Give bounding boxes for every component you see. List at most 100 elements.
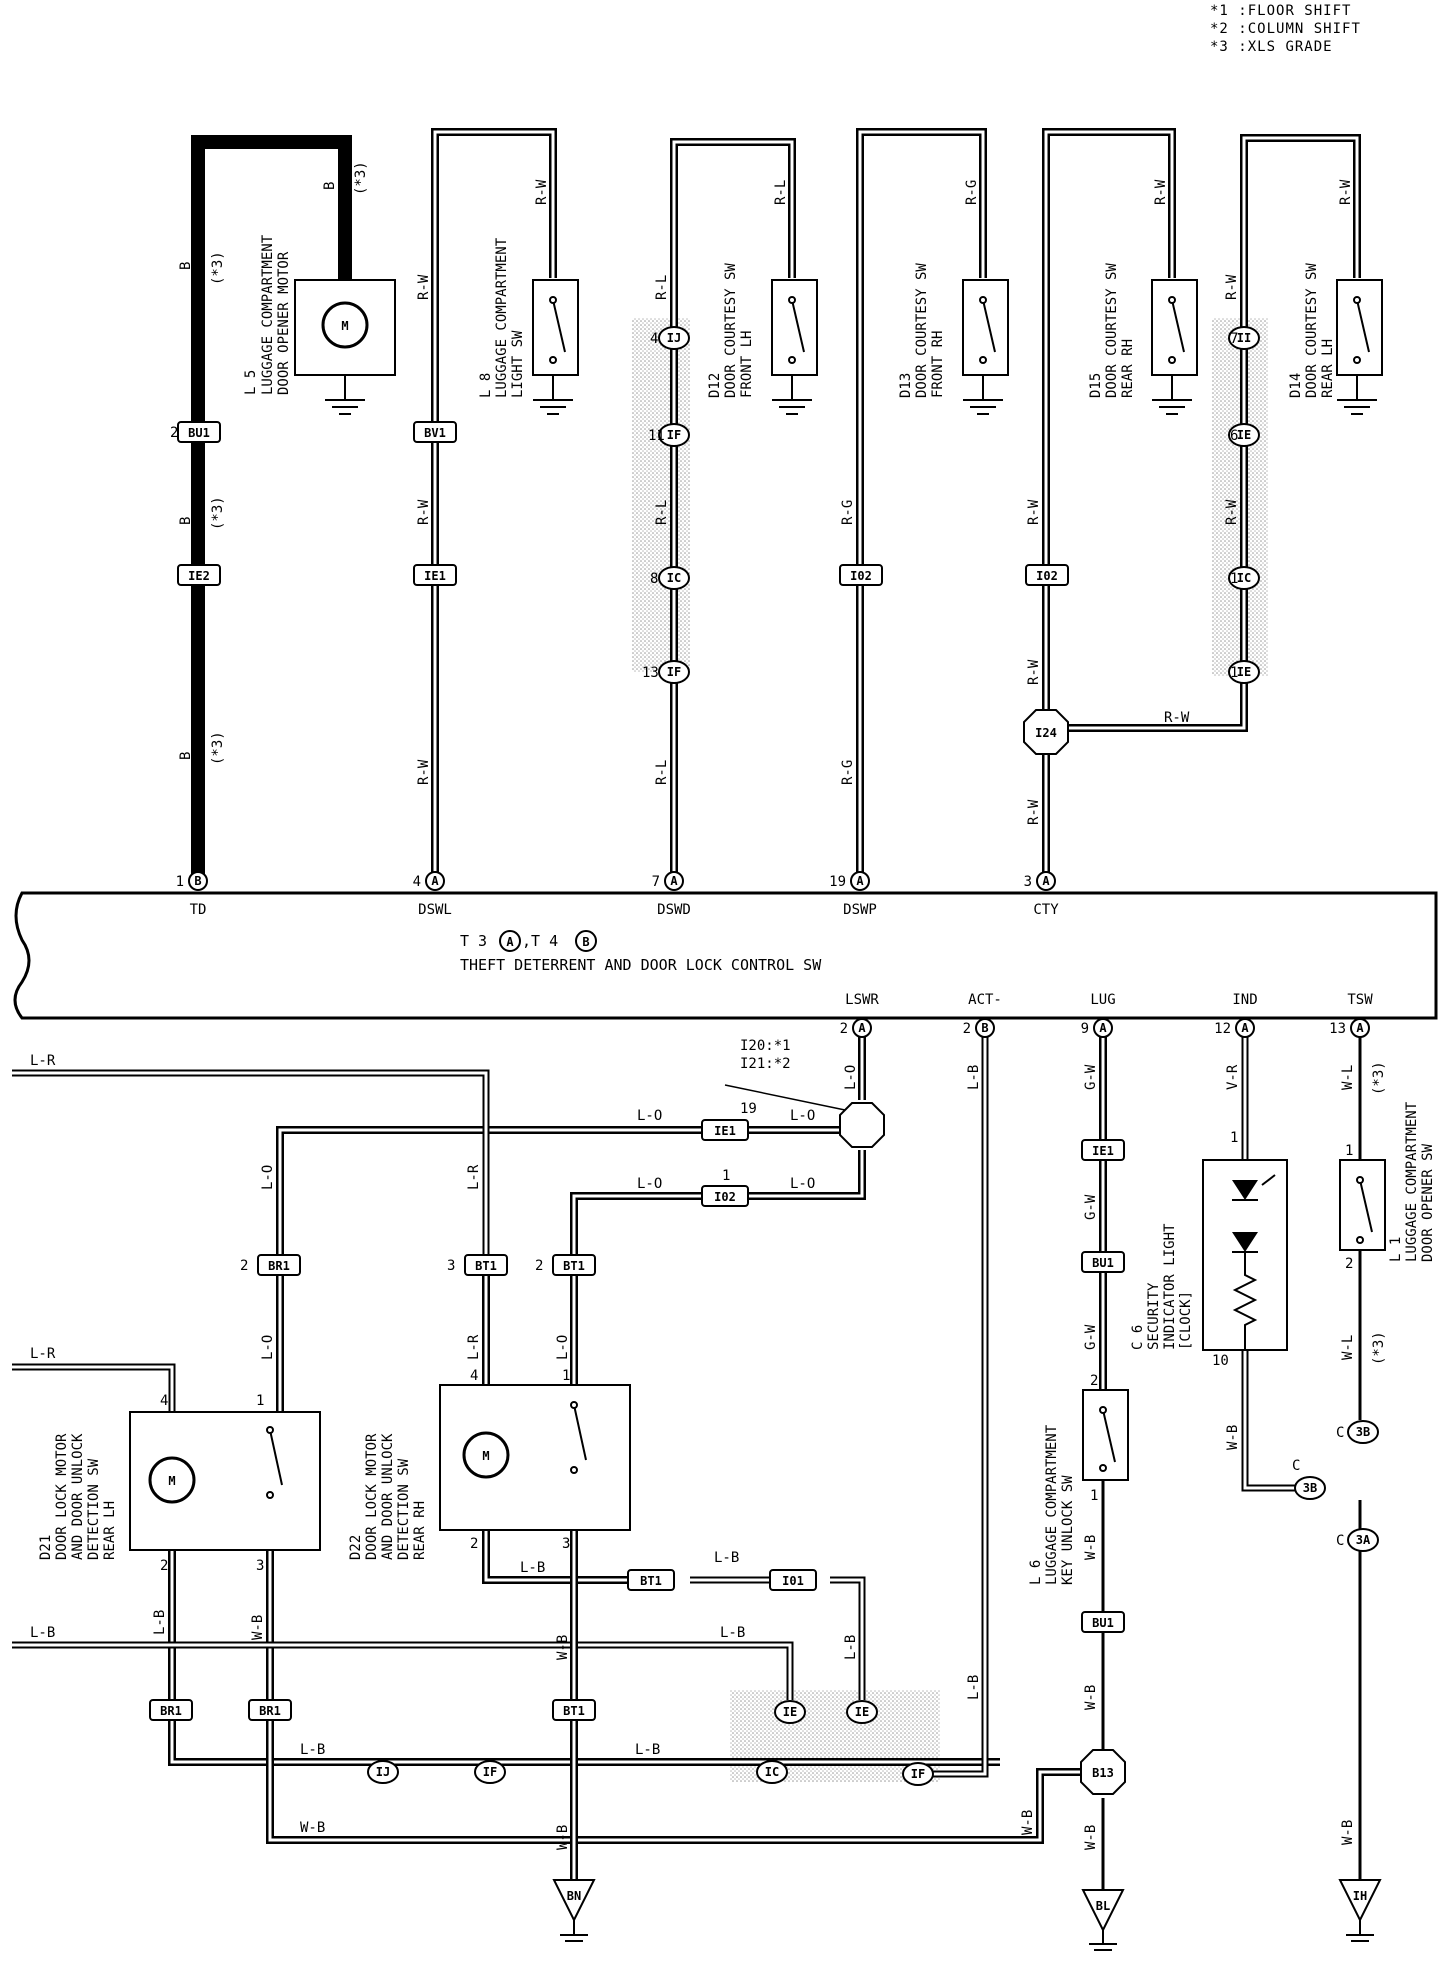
svg-text:L-B: L-B [300, 1742, 325, 1758]
splice-i20-i21 [839, 1102, 885, 1148]
ground-points: BN BL IH [552, 1879, 1382, 1951]
svg-text:L-O: L-O [555, 1335, 571, 1360]
svg-text:DOOR OPENER MOTOR: DOOR OPENER MOTOR [276, 251, 292, 395]
svg-text:R-L: R-L [654, 500, 670, 525]
shaded-region-front-lh [632, 318, 690, 672]
svg-text:BT1: BT1 [640, 1574, 662, 1588]
motor-icon [462, 1431, 510, 1479]
svg-text:R-W: R-W [416, 499, 432, 525]
svg-text:I02: I02 [1036, 569, 1058, 583]
svg-text:R-W: R-W [1224, 274, 1240, 300]
svg-text:L 1: L 1 [1388, 1237, 1404, 1262]
svg-text:6: 6 [1230, 428, 1238, 444]
svg-text:4: 4 [160, 1393, 168, 1409]
svg-text:L-R: L-R [466, 1334, 482, 1360]
svg-text:L-B: L-B [152, 1610, 168, 1635]
svg-text:L-O: L-O [637, 1176, 662, 1192]
svg-text:C: C [1292, 1458, 1300, 1474]
svg-text:R-W: R-W [416, 274, 432, 300]
pin-number: 3 [1024, 874, 1032, 890]
svg-text:BU1: BU1 [1092, 1256, 1114, 1270]
svg-text:D21: D21 [38, 1535, 54, 1560]
svg-text:(*3): (*3) [210, 496, 226, 530]
switch-icon [573, 1404, 587, 1461]
connector-boxes [149, 421, 1125, 1721]
svg-text:INDICATOR LIGHT: INDICATOR LIGHT [1162, 1223, 1178, 1350]
svg-text:I21:*2: I21:*2 [740, 1056, 791, 1072]
svg-text:I02: I02 [850, 569, 872, 583]
svg-text:ACT-: ACT- [968, 992, 1002, 1008]
svg-text:2: 2 [160, 1558, 168, 1574]
svg-text:IND: IND [1232, 992, 1257, 1008]
svg-text:LSWR: LSWR [845, 992, 879, 1008]
svg-text:R-G: R-G [840, 500, 856, 525]
svg-text:D13: D13 [898, 373, 914, 398]
svg-text:L-R: L-R [30, 1346, 56, 1362]
svg-text:DOOR COURTESY SW: DOOR COURTESY SW [914, 263, 930, 398]
svg-text:(*3): (*3) [210, 731, 226, 765]
svg-text:M: M [341, 319, 348, 333]
legend: *1 :FLOOR SHIFT *2 :COLUMN SHIFT *3 :XLS… [1210, 2, 1361, 56]
splice-callout: I20:*1 I21:*2 [724, 1038, 846, 1111]
pin-number: 4 [413, 874, 421, 890]
svg-text:(*3): (*3) [1371, 1061, 1387, 1095]
svg-text:M: M [168, 1474, 175, 1488]
svg-text:9: 9 [1081, 1021, 1089, 1037]
svg-text:IJ: IJ [376, 1765, 390, 1779]
pin-number: 19 [829, 874, 846, 890]
svg-text:L-O: L-O [843, 1065, 859, 1090]
svg-text:IJ: IJ [667, 331, 681, 345]
svg-text:B: B [178, 752, 194, 760]
svg-text:L-R: L-R [30, 1053, 56, 1069]
svg-text:IE: IE [1237, 665, 1251, 679]
svg-text:L-O: L-O [260, 1335, 276, 1360]
svg-text:W-B: W-B [1340, 1820, 1356, 1845]
svg-text:2: 2 [170, 425, 178, 441]
svg-text:LUGGAGE COMPARTMENT: LUGGAGE COMPARTMENT [494, 237, 510, 398]
svg-text:D22: D22 [348, 1535, 364, 1560]
svg-text:DOOR LOCK MOTOR: DOOR LOCK MOTOR [54, 1433, 70, 1560]
svg-text:LUGGAGE COMPARTMENT: LUGGAGE COMPARTMENT [1404, 1101, 1420, 1262]
svg-text:IE1: IE1 [424, 569, 446, 583]
svg-text:DOOR LOCK MOTOR: DOOR LOCK MOTOR [364, 1433, 380, 1560]
svg-text:G-W: G-W [1083, 1324, 1099, 1350]
svg-text:L-B: L-B [966, 1675, 982, 1700]
svg-text:L-B: L-B [520, 1560, 545, 1576]
svg-text:DETECTION SW: DETECTION SW [86, 1458, 102, 1560]
terminal-name: CTY [1033, 902, 1059, 918]
svg-text:A: A [506, 935, 514, 949]
d22-box: M [439, 1384, 631, 1531]
svg-text:3B: 3B [1356, 1425, 1370, 1439]
svg-text:G-W: G-W [1083, 1064, 1099, 1090]
ground-icon [552, 1879, 596, 1923]
conn-letter: A [856, 874, 864, 888]
terminal-name: TD [190, 902, 207, 918]
svg-text:L-R: L-R [466, 1164, 482, 1190]
svg-text:IC: IC [765, 1765, 779, 1779]
svg-text:LUGGAGE COMPARTMENT: LUGGAGE COMPARTMENT [260, 234, 276, 395]
svg-text:W-B: W-B [1083, 1535, 1099, 1560]
svg-text:R-G: R-G [964, 180, 980, 205]
svg-text:B13: B13 [1092, 1766, 1114, 1780]
svg-text:W-B: W-B [1225, 1425, 1241, 1450]
svg-text:7: 7 [1230, 331, 1238, 347]
svg-text:W-B: W-B [1020, 1810, 1036, 1835]
svg-text:B: B [322, 182, 338, 190]
ground-icon [1338, 1879, 1382, 1923]
svg-text:IC: IC [667, 571, 681, 585]
svg-text:BR1: BR1 [268, 1259, 290, 1273]
svg-text:REAR RH: REAR RH [1120, 339, 1136, 398]
wire-color-labels: B (*3) B (*3) B (*3) B (*3) R-W R-W R-W … [30, 161, 1387, 1850]
svg-text:1: 1 [1230, 1130, 1238, 1146]
svg-text:L-B: L-B [966, 1065, 982, 1090]
svg-text:2: 2 [535, 1258, 543, 1274]
conn-letter: A [1042, 874, 1050, 888]
svg-text:IC: IC [1237, 571, 1251, 585]
svg-text:(*3): (*3) [1371, 1331, 1387, 1365]
svg-text:L-B: L-B [30, 1625, 55, 1641]
svg-text:DOOR COURTESY SW: DOOR COURTESY SW [1304, 263, 1320, 398]
svg-text:DOOR COURTESY SW: DOOR COURTESY SW [723, 263, 739, 398]
svg-text:A: A [1241, 1021, 1249, 1035]
switch-contacts [549, 296, 1373, 1472]
